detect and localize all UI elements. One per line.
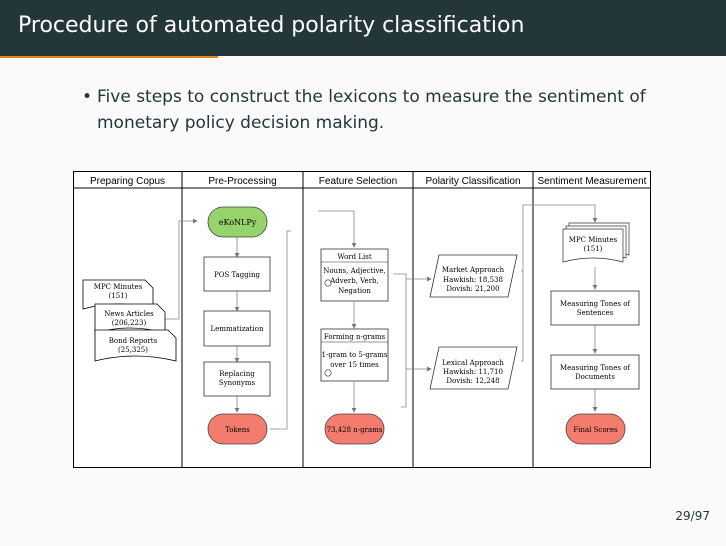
doc-mpc-label: MPC Minutes [94, 283, 143, 291]
market-hawkish: Hawkish: 18,538 [443, 276, 503, 284]
lexical-hawkish: Hawkish: 11,710 [443, 368, 503, 376]
lane-header-preparing: Preparing Copus [90, 176, 165, 187]
document-news-articles: News Articles (206,223) [94, 303, 166, 334]
market-dovish: Dovish: 21,200 [446, 285, 499, 293]
document-stack-mpc: MPC Minutes (151) [562, 222, 630, 263]
replacing-label-1: Replacing [219, 370, 255, 378]
replacing-label-2: Synonyms [219, 379, 256, 387]
doc-mpc-count: (151) [109, 292, 128, 300]
ngram-count-label: 73,428 n-grams [327, 426, 383, 434]
node-word-list: Word List Nouns, Adjective, Adverb, Verb… [320, 248, 389, 302]
lane-header-feature-selection: Feature Selection [319, 176, 397, 187]
mpc-docs-count: (151) [584, 245, 603, 253]
node-replacing-synonyms: Replacing Synonyms [203, 361, 271, 397]
word-list-line-2: Adverb, Verb, [329, 277, 379, 285]
header-accent-rule [0, 56, 218, 58]
word-list-line-1: Nouns, Adjective, [323, 267, 386, 275]
doc-news-label: News Articles [104, 310, 154, 318]
document-mpc-minutes: MPC Minutes (151) [82, 279, 154, 310]
node-tones-documents: Measuring Tones of Documents [550, 354, 640, 390]
doc-news-count: (206,223) [112, 319, 147, 327]
tone-sentences-line-2: Sentences [577, 309, 614, 317]
market-title: Market Approach [442, 266, 505, 274]
node-ekonlpy: eKoNLPy [207, 206, 268, 238]
node-pos-tagging: POS Tagging [203, 256, 271, 292]
node-forming-ngrams: Forming n-grams 1-gram to 5-grams over 1… [320, 328, 389, 382]
ngram-title: Forming n-grams [324, 333, 386, 341]
bullet-item: • Five steps to construct the lexicons t… [82, 84, 702, 136]
ngram-line-2: over 15 times [330, 361, 379, 369]
mpc-docs-label: MPC Minutes [569, 236, 618, 244]
tone-documents-line-2: Documents [575, 373, 615, 381]
smiley-icon [324, 369, 332, 377]
ekonlpy-label: eKoNLPy [219, 218, 257, 227]
word-list-title: Word List [337, 253, 371, 261]
node-ngram-count: 73,428 n-grams [324, 413, 385, 445]
bullet-dot-icon: • [82, 87, 93, 107]
tokens-label: Tokens [225, 426, 250, 434]
tone-sentences-line-1: Measuring Tones of [560, 300, 631, 308]
document-bond-reports: Bond Reports (25,325) [94, 329, 177, 362]
doc-bond-count: (25,325) [118, 346, 148, 354]
node-lexical-approach: Lexical Approach Hawkish: 11,710 Dovish:… [429, 346, 518, 390]
smiley-icon [324, 279, 332, 287]
bullet-text: Five steps to construct the lexicons to … [97, 87, 646, 133]
lane-header-preprocessing: Pre-Processing [208, 176, 276, 187]
node-lemmatization: Lemmatization [203, 310, 271, 347]
node-final-scores: Final Scores [565, 413, 626, 445]
node-tokens: Tokens [207, 413, 268, 445]
node-market-approach: Market Approach Hawkish: 18,538 Dovish: … [429, 254, 518, 298]
lane-header-sentiment: Sentiment Measurement [538, 176, 647, 187]
lexical-dovish: Dovish: 12,248 [446, 377, 499, 385]
word-list-line-3: Negation [338, 287, 371, 295]
lane-header-polarity: Polarity Classification [425, 176, 520, 187]
final-scores-label: Final Scores [573, 426, 618, 434]
ngram-line-1: 1-gram to 5-grams [322, 351, 388, 359]
slide-header: Procedure of automated polarity classifi… [0, 0, 726, 56]
lexical-title: Lexical Approach [442, 359, 504, 367]
lemmatization-label: Lemmatization [211, 325, 264, 333]
tone-documents-line-1: Measuring Tones of [560, 364, 631, 372]
pos-tagging-label: POS Tagging [214, 271, 260, 279]
procedure-diagram: Preparing Copus Pre-Processing Feature S… [73, 171, 651, 468]
slide-title: Procedure of automated polarity classifi… [18, 13, 525, 38]
page-number: 29/97 [675, 509, 710, 523]
doc-bond-label: Bond Reports [109, 337, 158, 345]
node-tones-sentences: Measuring Tones of Sentences [550, 290, 640, 326]
